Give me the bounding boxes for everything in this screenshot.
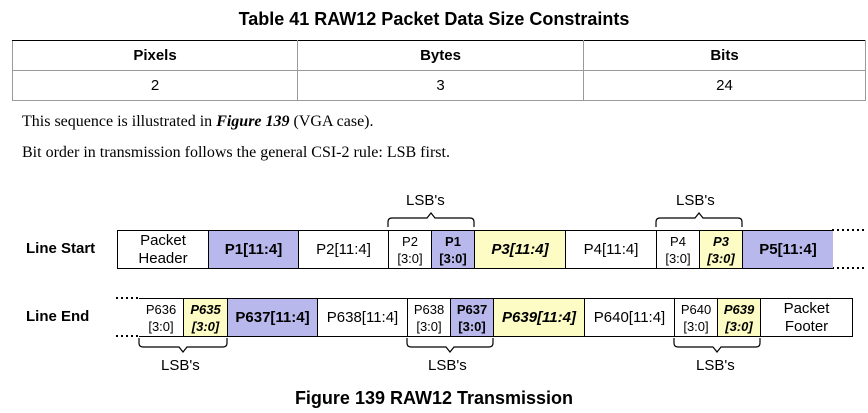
nibble-cell-p638-lsb: P638[3:0] — [407, 298, 451, 337]
lsb-label: LSB's — [696, 357, 735, 374]
lsb-label: LSB's — [428, 357, 467, 374]
cell-text: [3:0] — [397, 250, 423, 266]
table-caption: Table 41 RAW12 Packet Data Size Constrai… — [238, 9, 630, 29]
cell-text: Packet — [140, 231, 186, 249]
cell-bits: 24 — [583, 70, 866, 101]
nibble-cell-p639-lsb: P639[3:0] — [717, 298, 761, 337]
lsb-label: LSB's — [406, 192, 445, 209]
cell-pixels: 2 — [12, 70, 298, 101]
cell-text: P1 — [445, 233, 461, 249]
byte-cell-p637-msb: P637[11:4] — [227, 298, 318, 337]
figure-caption: Figure 139 RAW12 Transmission — [294, 388, 574, 408]
cell-text: P4 — [670, 233, 686, 249]
cell-text: Header — [138, 249, 188, 267]
figure-reference-link[interactable]: Figure 139 — [216, 113, 290, 130]
cell-text: [3:0] — [707, 250, 735, 266]
cell-text: P637 — [456, 301, 488, 317]
lsb-label: LSB's — [676, 192, 715, 209]
header-bits: Bits — [583, 40, 866, 71]
table-row: 2 3 24 — [12, 70, 866, 101]
cell-text: Packet — [783, 299, 830, 317]
nibble-cell-p637-lsb: P637[3:0] — [450, 298, 494, 337]
cell-text: [3:0] — [458, 318, 486, 334]
cell-text: Footer — [784, 317, 829, 335]
byte-cell-p2-msb: P2[11:4] — [298, 230, 389, 269]
cell-text: P640 — [680, 301, 712, 317]
nibble-cell-p635-lsb: P635[3:0] — [183, 298, 228, 337]
nibble-cell-p4-lsb: P4[3:0] — [656, 230, 700, 269]
byte-cell-p638-msb: P638[11:4] — [317, 298, 408, 337]
cell-text: P638 — [413, 301, 445, 317]
paragraph-1: This sequence is illustrated in Figure 1… — [22, 113, 374, 131]
byte-cell-p639-msb: P639[11:4] — [493, 298, 585, 337]
header-pixels: Pixels — [12, 40, 298, 71]
table-header-row: Pixels Bytes Bits — [12, 40, 866, 71]
byte-cell-p4-msb: P4[11:4] — [565, 230, 657, 269]
cell-text: P636 — [145, 301, 177, 317]
cell-text: [3:0] — [148, 318, 174, 334]
byte-cell-p1-msb: P1[11:4] — [208, 230, 299, 269]
cell-text: [3:0] — [416, 318, 442, 334]
constraints-table: Pixels Bytes Bits 2 3 24 — [12, 40, 866, 101]
byte-cell-p3-msb: P3[11:4] — [474, 230, 566, 269]
header-bytes: Bytes — [297, 40, 584, 71]
cell-text: P3 — [713, 233, 729, 249]
nibble-cell-p2-lsb: P2[3:0] — [388, 230, 432, 269]
lsb-label: LSB's — [161, 357, 200, 374]
cell-text: [3:0] — [683, 318, 709, 334]
line-start-label: Line Start — [26, 240, 96, 257]
cell-text: P635 — [190, 301, 221, 317]
cell-text: P2 — [402, 233, 418, 249]
paragraph-1-post: (VGA case). — [289, 113, 374, 130]
nibble-cell-p640-lsb: P640[3:0] — [674, 298, 718, 337]
cell-text: P639 — [723, 301, 755, 317]
paragraph-2: Bit order in transmission follows the ge… — [22, 144, 450, 161]
cell-text: [3:0] — [439, 250, 467, 266]
cell-bytes: 3 — [297, 70, 584, 101]
paragraph-1-pre: This sequence is illustrated in — [22, 113, 217, 130]
cell-text: [3:0] — [665, 250, 691, 266]
nibble-cell-p3-lsb: P3[3:0] — [699, 230, 743, 269]
cell-text: [3:0] — [725, 318, 753, 334]
byte-cell-p640-msb: P640[11:4] — [584, 298, 675, 337]
nibble-cell-p1-lsb: P1[3:0] — [431, 230, 475, 269]
line-end-label: Line End — [26, 308, 90, 325]
nibble-cell-p636-lsb: P636[3:0] — [139, 298, 184, 337]
byte-cell-p5-msb: P5[11:4] — [742, 230, 833, 269]
cell-text: [3:0] — [191, 318, 220, 334]
